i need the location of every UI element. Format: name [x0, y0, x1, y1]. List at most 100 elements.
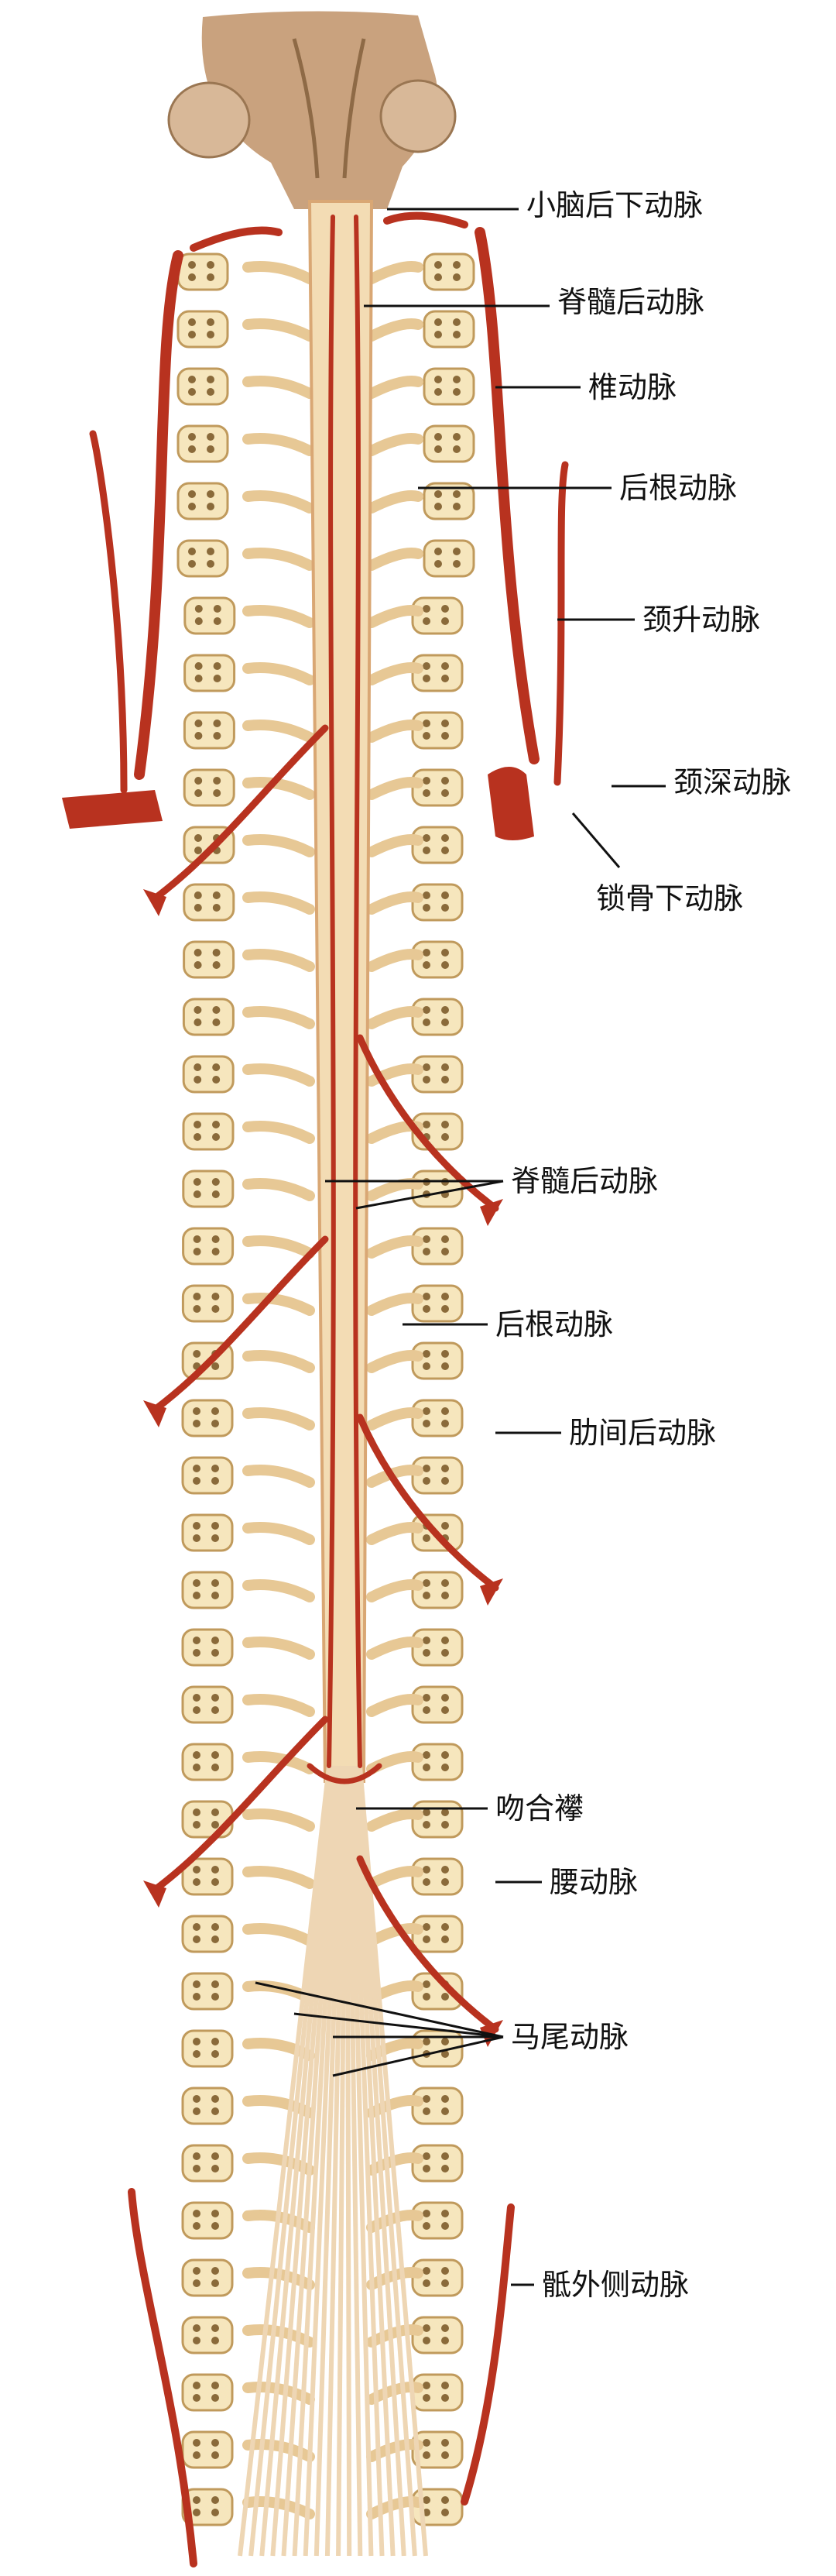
vertebra-spot: [441, 675, 449, 682]
vertebra-spot: [434, 376, 442, 383]
vertebra: [183, 883, 235, 922]
vertebra-spot: [213, 720, 221, 727]
vertebra-spot: [194, 949, 202, 957]
labels: 小脑后下动脉脊髓后动脉椎动脉后根动脉颈升动脉颈深动脉锁骨下动脉脊髓后动脉后根动脉…: [495, 188, 791, 2302]
vertebra-spot: [193, 2509, 200, 2516]
vertebra-spot: [211, 2439, 219, 2447]
vertebra-spot: [423, 2095, 430, 2103]
vertebra-spot: [441, 2509, 449, 2516]
vertebra-spot: [441, 2210, 449, 2217]
cauda-equina-fiber: [314, 1765, 344, 2557]
vertebra-spot: [441, 1923, 449, 1931]
vertebra-spot: [423, 1993, 430, 2001]
vertebra-spot: [211, 2095, 219, 2103]
vertebra: [181, 1456, 234, 1495]
vertebra: [181, 1513, 234, 1552]
vertebra-spot: [423, 605, 430, 613]
nerve-root-right: [366, 949, 423, 972]
vertebra-spot: [441, 1649, 449, 1657]
vertebra-spot: [193, 1248, 201, 1255]
vertebra-spot: [423, 847, 430, 854]
vertebra-spot: [194, 847, 202, 854]
vertebra-spot: [441, 1477, 449, 1485]
vertebral-artery-right: [475, 227, 540, 764]
vertebra-spot: [193, 1935, 200, 1943]
vertebra-spot: [441, 2496, 449, 2504]
vertebra: [181, 1972, 234, 2011]
vertebra-spot: [441, 1248, 449, 1255]
vertebra-spot: [434, 445, 442, 453]
vertebra-spot: [188, 433, 196, 441]
vertebra: [181, 2087, 234, 2125]
vertebra-spot: [441, 1006, 449, 1014]
nerve-root-left: [242, 490, 315, 513]
cauda-equina-fiber: [259, 1765, 335, 2557]
vertebra-spot: [441, 2095, 449, 2103]
nerve-root-left: [242, 376, 315, 399]
vertebra-spot: [193, 1350, 201, 1358]
segmental-artery-left: [151, 1716, 329, 1894]
vertebra-spot: [193, 1993, 200, 2001]
vertebra-spot: [194, 1018, 202, 1026]
vertebra-spot: [423, 2038, 430, 2045]
lateral-sacral-left: [128, 2188, 197, 2567]
vertebra-spot: [423, 1362, 430, 1370]
vertebra: [181, 1800, 234, 1839]
vertebra-spot: [434, 490, 442, 498]
vertebra-spot: [441, 2050, 449, 2058]
vertebra: [181, 2201, 234, 2240]
vertebra-spot: [207, 433, 214, 441]
nerve-root-left: [242, 1178, 315, 1201]
vertebra-spot: [188, 376, 196, 383]
nerve-root-left: [242, 1465, 315, 1488]
vertebra: [183, 654, 236, 692]
vertebra-spot: [434, 548, 442, 555]
vertebra-spot: [207, 445, 214, 453]
label-psa-lower: 脊髓后动脉: [511, 1164, 658, 1198]
vertebra-spot: [423, 1076, 430, 1084]
vertebra-spot: [211, 1694, 219, 1702]
vertebra-spot: [211, 1751, 219, 1759]
nerve-root-right: [366, 1350, 423, 1373]
label-vertebral: 椎动脉: [588, 370, 677, 404]
vertebra-spot: [453, 273, 461, 281]
nerve-root-left: [242, 1407, 315, 1431]
nerve-root-left: [242, 1751, 315, 1774]
cerebellum-left: [167, 81, 251, 159]
vertebra-spot: [453, 261, 461, 269]
vertebra-spot: [434, 273, 442, 281]
vertebra-spot: [441, 1935, 449, 1943]
vertebra-spot: [423, 789, 430, 797]
vertebra-spot: [188, 273, 196, 281]
vertebra-spot: [193, 2038, 200, 2045]
nerve-root-left: [242, 605, 315, 628]
vertebra-spot: [193, 1579, 200, 1587]
vertebra-spot: [441, 2337, 449, 2344]
vertebra-spot: [211, 2451, 219, 2459]
nerve-root-right: [366, 1579, 423, 1602]
cauda-equina-fiber: [248, 1765, 334, 2557]
vertebra-spot: [194, 720, 203, 727]
vertebra-spot: [423, 1694, 430, 1702]
spinal-cord: [307, 200, 374, 1783]
vertebra-spot: [211, 1522, 219, 1530]
vertebra-spot: [211, 1866, 219, 1874]
segmental-artery-left: [151, 724, 329, 902]
label-deep-cervical: 颈深动脉: [673, 765, 791, 799]
vertebra-spot: [441, 1293, 449, 1300]
cauda-equina-fiber: [281, 1765, 339, 2557]
vertebra: [183, 940, 235, 979]
nerve-root-right: [366, 1808, 423, 1832]
vertebra-spot: [434, 433, 442, 441]
vertebra-spot: [423, 1935, 430, 1943]
nerve-root-left: [242, 662, 315, 685]
vertebra-spot: [441, 2394, 449, 2402]
cerebellum-right: [379, 79, 457, 153]
vertebra-spot: [193, 1305, 201, 1313]
vertebra-spot: [441, 2382, 449, 2389]
vertebra-spot: [211, 2107, 219, 2115]
vertebra-spot: [453, 548, 461, 555]
vertebra: [181, 1399, 234, 1437]
vertebra: [176, 310, 229, 349]
vertebra: [181, 2316, 234, 2354]
